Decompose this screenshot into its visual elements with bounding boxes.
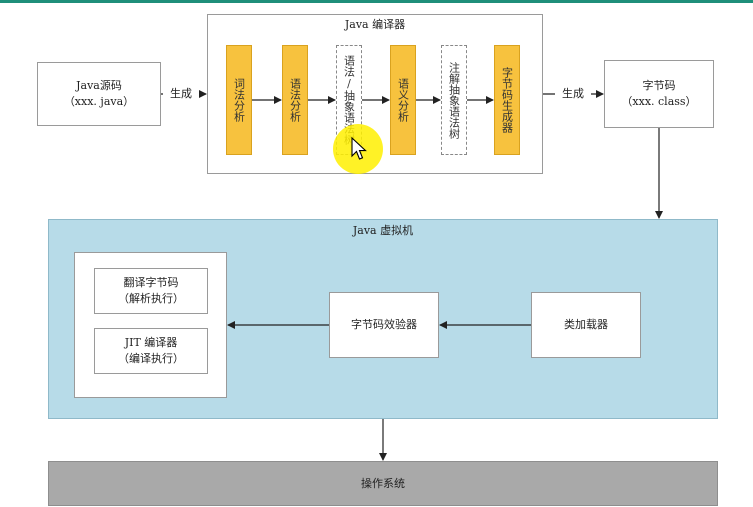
- stage-lexical-analysis: 词法分析: [226, 45, 252, 155]
- generate-label-right: 生成: [555, 86, 591, 101]
- class-loader-box: 类加载器: [531, 292, 641, 358]
- java-compiler-title: Java 编译器: [344, 18, 406, 31]
- operating-system-label: 操作系统: [361, 476, 405, 490]
- top-accent-bar: [0, 0, 753, 3]
- class-loader-label: 类加载器: [564, 318, 608, 331]
- stage-syntax-analysis: 语法分析: [282, 45, 308, 155]
- jvm-title: Java 虚拟机: [352, 224, 414, 237]
- stage-semantic-analysis: 语义分析: [390, 45, 416, 155]
- bytecode-label: 字节码: [642, 79, 676, 92]
- jit-compiler-label: JIT 编译器: [124, 336, 178, 349]
- bytecode-verifier-label: 字节码效验器: [351, 318, 417, 331]
- bytecode-verifier-box: 字节码效验器: [329, 292, 439, 358]
- operating-system-box: 操作系统: [48, 461, 718, 506]
- java-source-label: Java源码: [76, 79, 122, 92]
- bytecode-file: （xxx. class）: [621, 95, 697, 108]
- mouse-pointer-icon: [351, 136, 367, 160]
- stage-bytecode-generator: 字节码生成器: [494, 45, 520, 155]
- stage-annotated-syntax-tree: 注解抽象语法树: [441, 45, 467, 155]
- jit-compiler-box: JIT 编译器 （编译执行）: [94, 328, 208, 374]
- bytecode-box: 字节码 （xxx. class）: [604, 60, 714, 128]
- interpreter-mode: （解析执行）: [118, 292, 184, 305]
- java-source-box: Java源码 （xxx. java）: [37, 62, 161, 126]
- java-source-file: （xxx. java）: [63, 95, 135, 108]
- generate-label-left: 生成: [163, 86, 199, 101]
- interpreter-box: 翻译字节码 （解析执行）: [94, 268, 208, 314]
- jit-compiler-mode: （编译执行）: [118, 352, 184, 365]
- interpreter-label: 翻译字节码: [123, 276, 179, 289]
